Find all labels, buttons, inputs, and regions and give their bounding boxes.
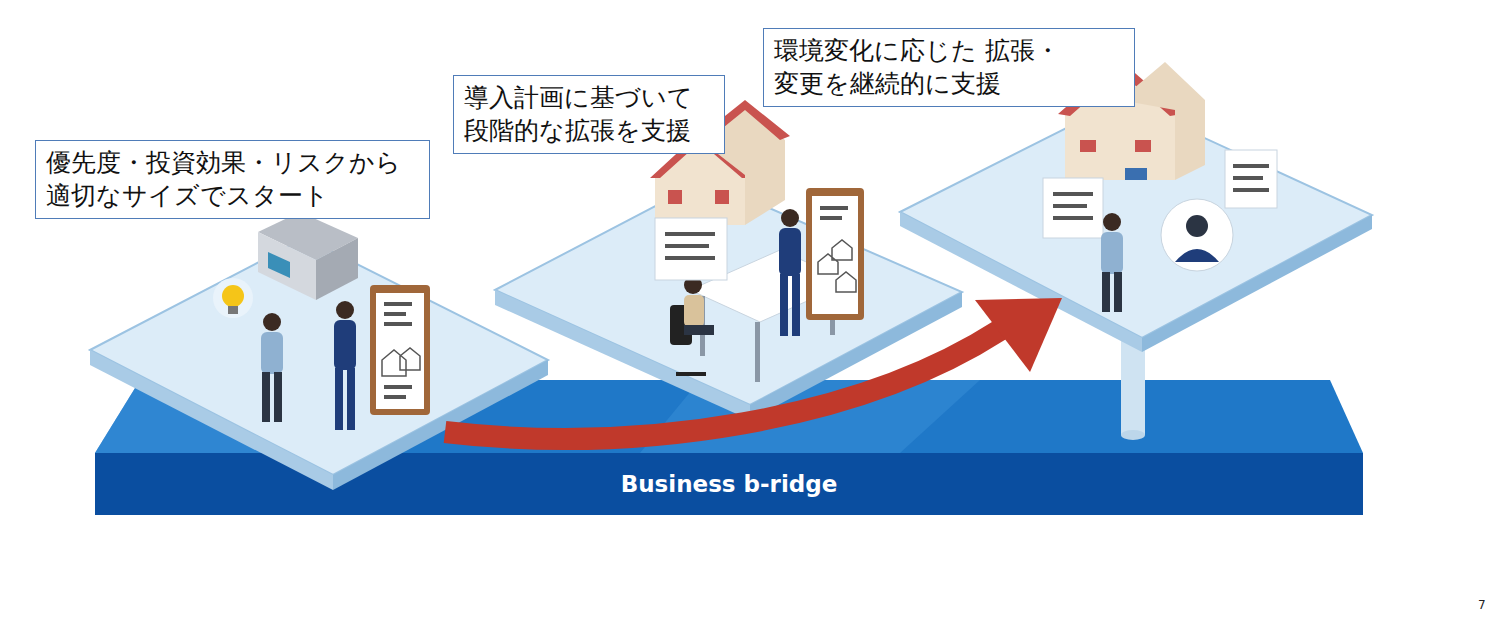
speech-bubble [1225,150,1277,208]
speech-bubble [655,218,727,280]
person [670,276,714,376]
platform [90,238,548,490]
remote-person [1161,199,1233,271]
speech-bubble [1043,178,1103,238]
pillar-foot [1121,430,1145,440]
platform-band: Business b-ridge [95,453,1363,515]
person [779,209,801,336]
node-text: 環境変化に応じた 拡張・変更を継続的に支援 [774,35,1124,100]
callout-box: 環境変化に応じた 拡張・変更を継続的に支援 [763,28,1135,107]
person [1101,213,1123,312]
callout-box: 導入計画に基づいて 段階的な拡張を支援 [453,75,725,154]
arrow-head [975,298,1062,372]
node-text: 優先度・投資効果・リスクから 適切なサイズでスタート [46,147,419,212]
person [334,301,356,430]
clipboard [370,285,430,415]
light-bulb [213,278,253,318]
growth-arrow [445,330,1000,439]
callout-box: 優先度・投資効果・リスクから 適切なサイズでスタート [35,140,430,219]
node-text: Business b-ridge [621,471,838,497]
page-number: 7 [1478,598,1486,612]
clipboard [806,188,864,320]
small-building [258,212,358,300]
node-text: 導入計画に基づいて 段階的な拡張を支援 [464,82,714,147]
person [261,313,283,422]
